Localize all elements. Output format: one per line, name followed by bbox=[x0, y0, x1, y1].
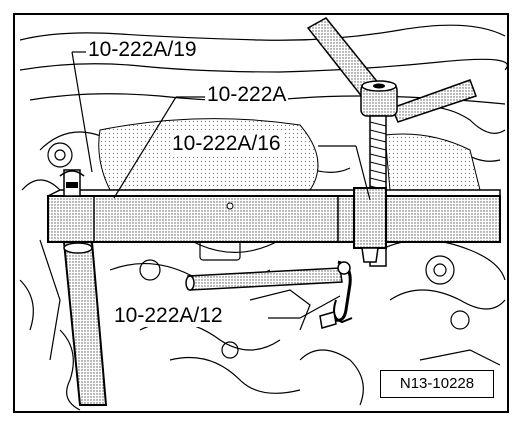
leader-lines bbox=[71, 51, 371, 319]
callout-10-222A-12: 10-222A/12 bbox=[112, 304, 225, 327]
side-component bbox=[384, 133, 481, 191]
hook-rod bbox=[185, 260, 353, 329]
adapter-bolt bbox=[59, 169, 85, 197]
tension-handle-arm bbox=[390, 79, 477, 123]
spindle-slider-block bbox=[353, 187, 387, 249]
support-leg bbox=[62, 241, 108, 406]
callout-10-222A-16: 10-222A/16 bbox=[170, 132, 283, 155]
figure-number-box: N13-10228 bbox=[380, 370, 494, 398]
callout-10-222A: 10-222A bbox=[205, 83, 289, 106]
support-bridge-bar bbox=[47, 189, 501, 243]
callout-10-222A-19: 10-222A/19 bbox=[86, 38, 199, 61]
